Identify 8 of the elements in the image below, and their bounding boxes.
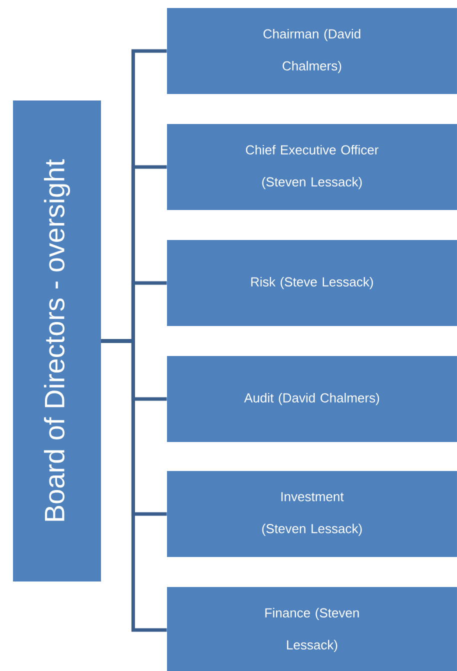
role-box: Audit (David Chalmers): [167, 356, 457, 442]
role-box: Risk (Steve Lessack): [167, 240, 457, 326]
board-box: Board of Directors - oversight: [13, 100, 101, 582]
role-box: Investment (Steven Lessack): [167, 471, 457, 557]
role-box: Chairman (David Chalmers): [167, 8, 457, 94]
connector-line: [101, 339, 167, 632]
role-box: Chief Executive Officer (Steven Lessack): [167, 124, 457, 210]
role-box: Finance (Steven Lessack): [167, 587, 457, 671]
